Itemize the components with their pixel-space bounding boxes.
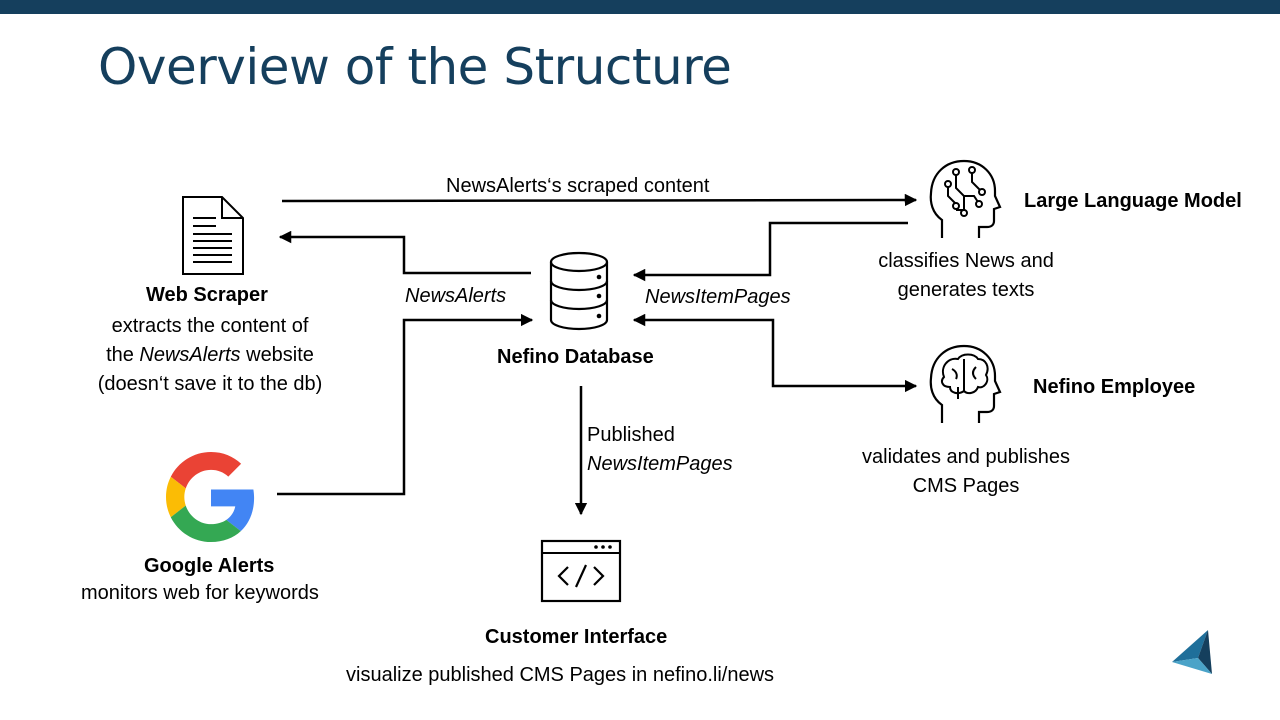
customer-interface-desc: visualize published CMS Pages in nefino.…	[346, 664, 775, 686]
page-title: Overview of the Structure	[98, 38, 732, 96]
edge-label-scraped-content: NewsAlerts‘s scraped content	[446, 175, 710, 197]
edge-label-news-alerts: NewsAlerts	[405, 285, 507, 307]
llm-label: Large Language Model	[1024, 190, 1242, 212]
edge-google-to-db	[277, 313, 534, 496]
edge-llm-to-db	[632, 221, 908, 282]
employee-desc-line1: validates and publishes	[862, 446, 1070, 468]
top-bar	[0, 0, 1280, 14]
web-scraper-desc-line1: extracts the content of	[111, 315, 309, 337]
google-alerts-desc: monitors web for keywords	[81, 582, 319, 604]
google-alerts-label: Google Alerts	[144, 555, 275, 577]
code-window-icon	[540, 539, 622, 603]
google-logo-icon	[166, 452, 255, 542]
web-scraper-desc-line3: (doesn‘t save it to the db)	[97, 373, 323, 395]
brain-head-icon	[929, 344, 1002, 423]
nefino-logo-icon	[1172, 630, 1212, 674]
edge-db-employee	[632, 313, 918, 393]
web-scraper-desc-line2: the NewsAlerts website	[106, 344, 314, 366]
employee-desc-line2: CMS Pages	[912, 475, 1020, 497]
edge-label-published-pages: NewsItemPages	[587, 453, 733, 475]
llm-desc-line1: classifies News and	[878, 250, 1054, 272]
employee-label: Nefino Employee	[1033, 376, 1196, 398]
edge-db-to-scraper	[278, 230, 531, 275]
customer-interface-label: Customer Interface	[485, 626, 668, 648]
edge-label-published: Published	[587, 424, 675, 446]
document-icon	[182, 196, 244, 275]
database-label: Nefino Database	[497, 346, 654, 368]
database-icon	[549, 251, 609, 331]
edge-scraper-to-llm	[281, 193, 918, 207]
web-scraper-label: Web Scraper	[146, 284, 268, 306]
ai-head-icon	[929, 159, 1002, 238]
edge-label-news-item-pages: NewsItemPages	[645, 286, 791, 308]
llm-desc-line2: generates texts	[897, 279, 1035, 301]
